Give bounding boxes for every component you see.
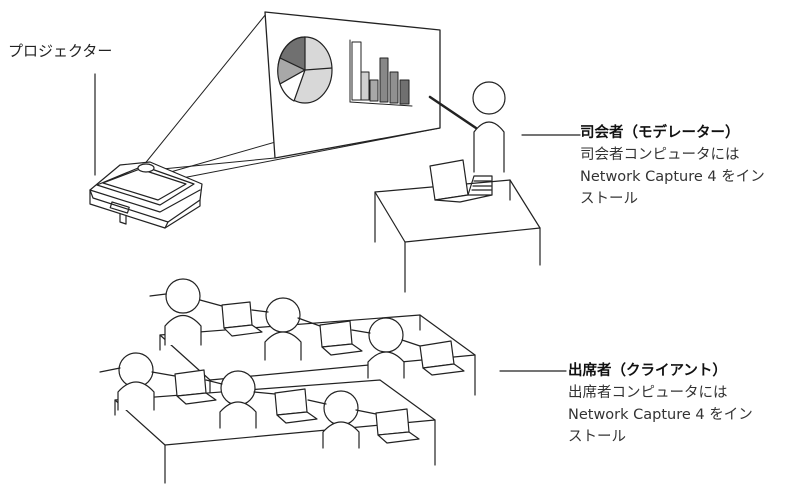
bar-chart-on-screen (349, 39, 413, 107)
attendee (219, 370, 257, 429)
attendee-laptop (319, 320, 363, 356)
attendee-row-front (99, 352, 436, 484)
attendee (164, 278, 202, 346)
projector (89, 73, 203, 229)
attendee (367, 317, 405, 379)
attendee-laptop (221, 301, 263, 337)
attendee-title: 出席者（クライアント） (568, 363, 727, 379)
attendee-laptop (375, 408, 420, 444)
attendee-desc-line3: ストール (568, 429, 626, 445)
pointer-stick (428, 95, 478, 130)
attendee (264, 297, 302, 361)
presenter-label: 司会者（モデレーター） 司会者コンピュータには Network Capture … (580, 122, 765, 210)
attendee (322, 390, 360, 449)
attendee-laptop (419, 340, 465, 376)
presenter-desc-line3: ストール (580, 191, 638, 207)
presenter-desc-line1: 司会者コンピュータには (580, 147, 740, 163)
pie-chart-on-screen (277, 36, 333, 104)
presenter-title: 司会者（モデレーター） (580, 125, 740, 141)
attendee-laptop (274, 388, 318, 424)
attendee-desc-line2: Network Capture 4 をイン (568, 407, 753, 423)
projector-label: プロジェクター (8, 42, 113, 60)
projection-screen (264, 11, 441, 159)
attendee-laptop (174, 369, 217, 405)
attendee (117, 352, 155, 411)
presenter (472, 81, 581, 173)
presenter-desc-line2: Network Capture 4 をイン (580, 169, 765, 185)
attendee-desc-line1: 出席者コンピュータには (568, 385, 728, 401)
attendee-row-back (149, 278, 476, 421)
presenter-laptop (429, 159, 493, 203)
attendee-label: 出席者（クライアント） 出席者コンピュータには Network Capture … (568, 360, 753, 448)
presenter-desk (374, 159, 541, 293)
presenter-head (472, 81, 506, 115)
